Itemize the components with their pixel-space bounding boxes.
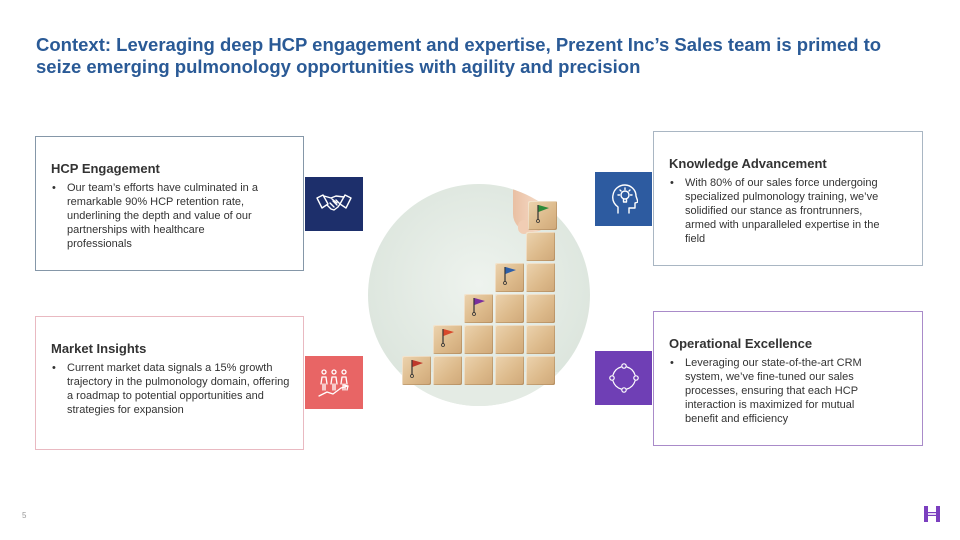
head-lightbulb-icon [595,172,652,226]
wood-block [526,356,555,385]
card-heading: Market Insights [51,341,147,356]
card-bullets: Leveraging our state-of-the-art CRM syst… [669,356,910,426]
wood-block [464,325,493,354]
card-operational-excellence: Operational Excellence Leveraging our st… [653,311,923,446]
wood-block [495,356,524,385]
prezent-logo-icon [922,504,942,529]
wood-block [528,201,557,230]
card-bullet: Our team’s efforts have culminated in a … [51,181,262,251]
card-heading: HCP Engagement [51,161,160,176]
flag-icon [441,329,454,347]
growth-people-icon [305,356,363,409]
card-heading: Operational Excellence [669,336,813,351]
card-heading: Knowledge Advancement [669,156,827,171]
card-bullets: Current market data signals a 15% growth… [51,361,291,417]
wood-block [495,263,524,292]
wood-block [526,325,555,354]
flag-icon [472,298,485,316]
wood-block [526,263,555,292]
flag-icon [503,267,516,285]
card-hcp-engagement: HCP Engagement Our team’s efforts have c… [35,136,304,271]
wood-block [495,294,524,323]
page-title: Context: Leveraging deep HCP engagement … [36,34,882,77]
card-knowledge-advancement: Knowledge Advancement With 80% of our sa… [653,131,923,266]
wood-block [526,232,555,261]
card-market-insights: Market Insights Current market data sign… [35,316,304,450]
wood-block [402,356,431,385]
wood-block [464,294,493,323]
wood-block [495,325,524,354]
flag-icon [410,360,423,378]
card-bullet: Leveraging our state-of-the-art CRM syst… [669,356,890,426]
card-bullet: Current market data signals a 15% growth… [51,361,297,417]
cycle-network-icon [595,351,652,405]
handshake-icon [305,177,363,231]
wood-block [433,356,462,385]
wood-block [464,356,493,385]
card-bullet: With 80% of our sales force undergoing s… [669,176,885,246]
card-bullets: Our team’s efforts have culminated in a … [51,181,291,251]
flag-icon [536,205,549,223]
card-bullets: With 80% of our sales force undergoing s… [669,176,910,246]
wood-block [433,325,462,354]
page-number: 5 [22,511,27,520]
wood-block [526,294,555,323]
